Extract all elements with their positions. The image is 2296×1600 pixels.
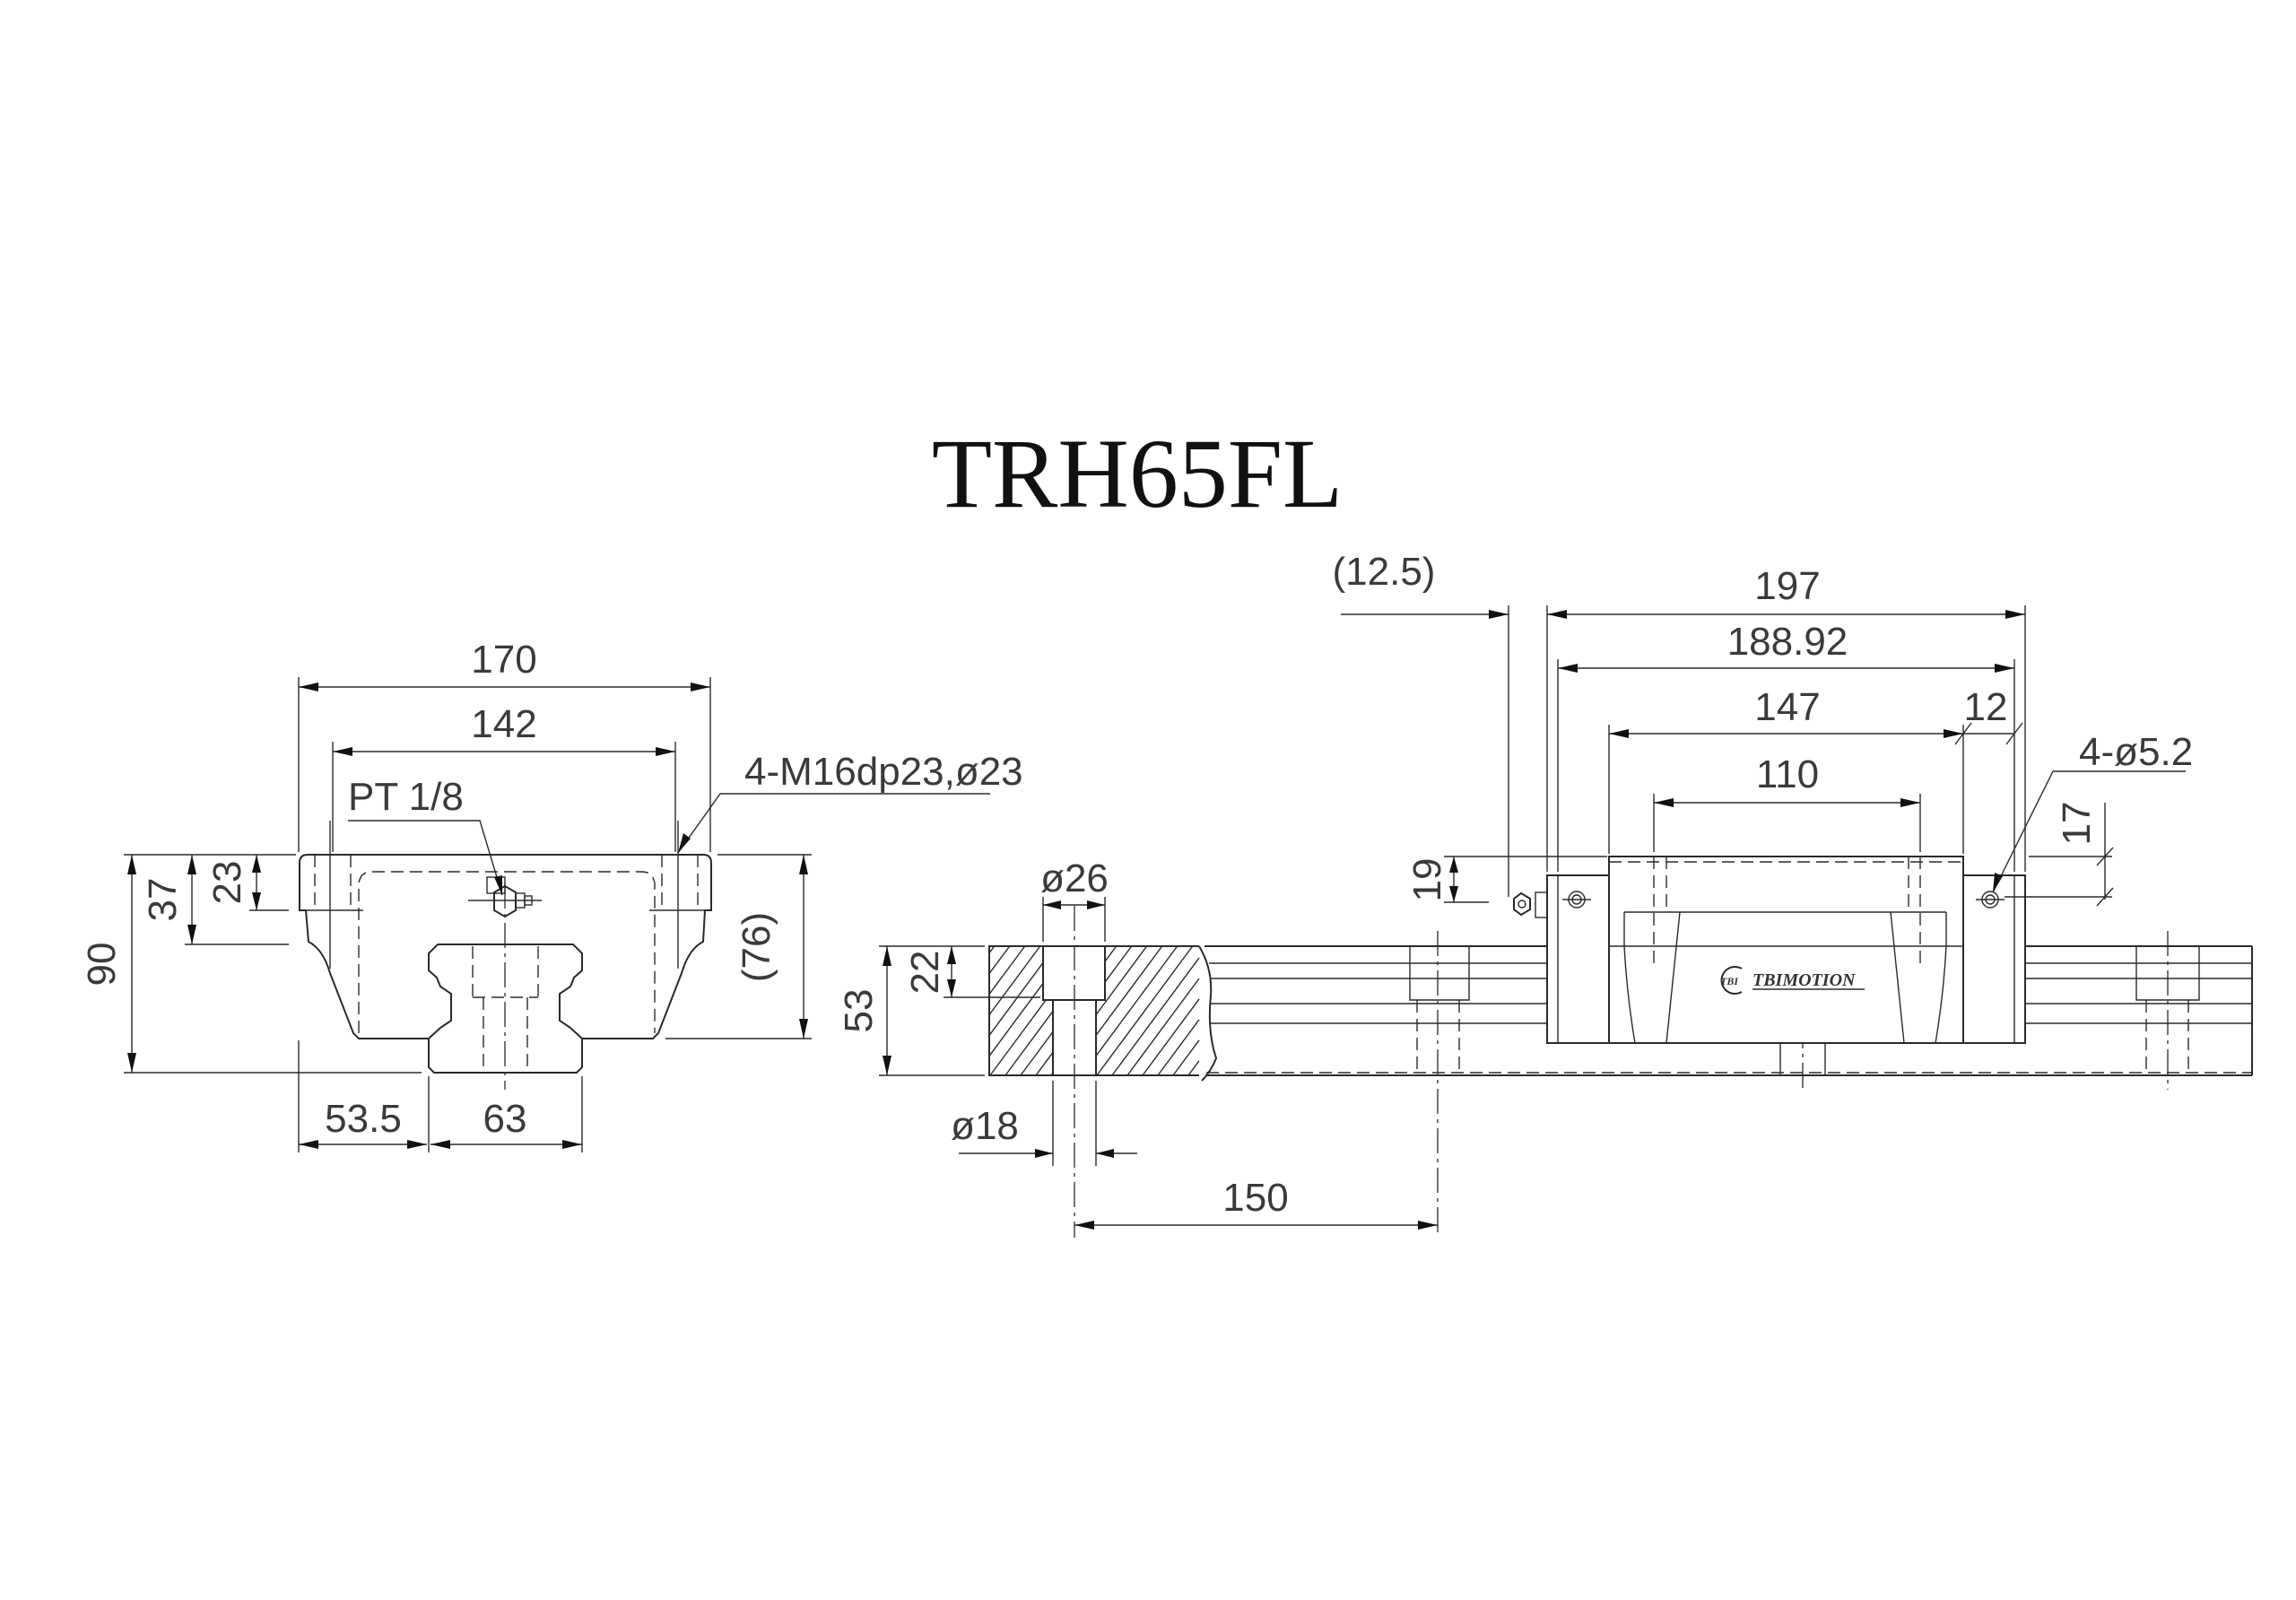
hatch-line (1126, 978, 1200, 1076)
hatch-line (1104, 945, 1148, 1004)
hatch-line (1104, 945, 1133, 983)
dim-flange-bottom: 37 (141, 878, 185, 922)
hatch-line (1096, 1064, 1106, 1076)
hatch-line (1172, 1039, 1200, 1076)
hatch-line (988, 962, 1044, 1036)
dim-bolt-pitch-length: 110 (1756, 752, 1819, 796)
hatch-line (1104, 945, 1118, 962)
dim-hole-pitch: 150 (1222, 1176, 1288, 1220)
hatch-line (1095, 1043, 1106, 1057)
rail-section-hatch (988, 945, 1200, 1076)
hatch-line (1104, 945, 1163, 1024)
rail-side (1205, 931, 2253, 1233)
dim-bolt-pitch-width: 142 (471, 702, 536, 746)
screw-hole-icon (1976, 891, 2005, 909)
dim-end-plate: 12 (1964, 685, 2008, 729)
dim-block-length: 147 (1754, 685, 1820, 729)
hatch-line (1111, 957, 1200, 1076)
hatch-line (1004, 1023, 1044, 1076)
hatch-line (988, 945, 1041, 1015)
dim-nipple-overhang: (12.5) (1333, 550, 1436, 594)
front-view: 170 142 4-M16dp23,ø23 PT 1/8 90 37 23 (80, 638, 1023, 1152)
grease-nipple-icon (468, 876, 542, 918)
note-mount-holes: 4-M16dp23,ø23 (744, 750, 1023, 794)
dim-block-height: (76) (735, 912, 778, 982)
hatch-line (988, 945, 1011, 975)
hatch-line (988, 982, 1044, 1057)
note-seal-holes: 4-ø5.2 (2079, 730, 2193, 774)
dim-rail-height: 53 (837, 989, 881, 1033)
dim-counterbore-depth: 22 (903, 951, 947, 995)
hatch-line (1142, 998, 1200, 1076)
hatch-line (988, 945, 1026, 995)
hatch-line (1035, 1065, 1044, 1076)
dim-total-height: 90 (80, 943, 124, 987)
hatch-line (1042, 1051, 1054, 1066)
carriage-block-side: TBI TBIMOTION (1513, 856, 2026, 1044)
hatch-line (1104, 945, 1194, 1065)
note-grease-port: PT 1/8 (348, 775, 464, 819)
tbimotion-logo: TBI TBIMOTION (1720, 966, 1865, 995)
hatch-line (1020, 1044, 1044, 1076)
logo-text: TBIMOTION (1752, 970, 1857, 990)
hatch-line (1104, 945, 1178, 1045)
carriage-block-outline (299, 854, 712, 1039)
dim-rail-width: 63 (483, 1097, 527, 1141)
hatch-line (989, 1003, 1044, 1076)
dim-overall-width: 170 (471, 638, 536, 682)
side-view: TBI TBIMOTION ø26 53 22 ø18 150 (837, 550, 2253, 1238)
dim-flange-thickness: 23 (205, 861, 249, 905)
dim-side-offset: 53.5 (325, 1097, 402, 1141)
dim-nipple-height: 19 (1405, 858, 1449, 902)
hatch-line (1095, 1002, 1106, 1015)
hatch-line (1187, 1060, 1200, 1076)
hatch-line (1157, 1019, 1200, 1076)
dim-overall-length: 197 (1754, 564, 1820, 608)
hatch-line (1095, 1022, 1106, 1036)
screw-hole-icon (1562, 891, 1591, 909)
hatch-line (1042, 1011, 1054, 1025)
dim-body-length: 188.92 (1727, 620, 1848, 664)
logo-badge: TBI (1720, 975, 1739, 987)
dim-hole-height: 17 (2055, 802, 2099, 846)
dim-hole-dia: ø18 (951, 1104, 1019, 1148)
grease-nipple-icon (1513, 891, 1548, 918)
hatch-line (1042, 1030, 1054, 1046)
drawing-title: TRH65FL (932, 419, 1343, 528)
dim-counterbore-dia: ø26 (1040, 857, 1109, 900)
break-line (1198, 945, 1218, 1082)
